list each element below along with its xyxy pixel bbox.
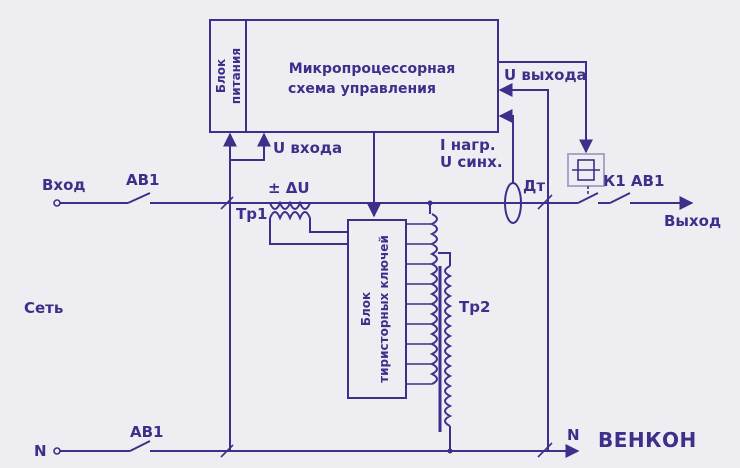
av1-top-label: АВ1 xyxy=(126,171,159,189)
av1-switch-bottom xyxy=(129,440,151,452)
k1-switch xyxy=(577,192,599,204)
thyristor-label-line2: тиристорных ключей xyxy=(377,235,391,383)
input-terminal xyxy=(53,199,61,207)
n-left-label: N xyxy=(34,442,47,460)
k1-av1-label: К1 АВ1 xyxy=(603,172,664,190)
thyristor-label-line1: Блок xyxy=(359,292,373,326)
tr2-primary-winding xyxy=(429,213,438,385)
mcu-block xyxy=(209,19,499,133)
mcu-label-line1: Микропроцессорная xyxy=(289,61,455,77)
mcu-label-line2: схема управления xyxy=(288,81,436,97)
u-sync-label: U синх. xyxy=(440,153,503,171)
venkon-logo: ВЕНКОН xyxy=(598,428,697,452)
network-label: Сеть xyxy=(24,299,63,317)
psu-label-line1: Блок xyxy=(214,59,228,93)
delta-u-label: ± ΔU xyxy=(268,179,310,197)
input-label: Вход xyxy=(42,176,86,194)
tr2-label: Тр2 xyxy=(459,298,490,316)
av1-switch-output xyxy=(609,192,631,204)
u-input-label: U входа xyxy=(273,139,342,157)
n-right-label: N xyxy=(567,426,580,444)
logo-text: ВЕНКОН xyxy=(598,428,697,452)
tr1-primary-coil xyxy=(269,200,311,210)
tr2-secondary-winding xyxy=(444,265,453,427)
n-terminal xyxy=(53,447,61,455)
i-load-label: I нагр. xyxy=(440,136,496,154)
u-output-label: U выхода xyxy=(504,66,587,84)
output-label: Выход xyxy=(664,212,721,230)
thyristor-taps xyxy=(406,223,432,385)
tr1-secondary-coil xyxy=(269,211,311,221)
psu-label-line2: питания xyxy=(229,48,243,104)
av1-bottom-label: АВ1 xyxy=(130,423,163,441)
thyristor-block xyxy=(347,219,407,399)
tr1-label: Тр1 xyxy=(236,205,267,223)
av1-switch-top xyxy=(127,192,151,204)
dt-label: Дт xyxy=(523,177,545,195)
